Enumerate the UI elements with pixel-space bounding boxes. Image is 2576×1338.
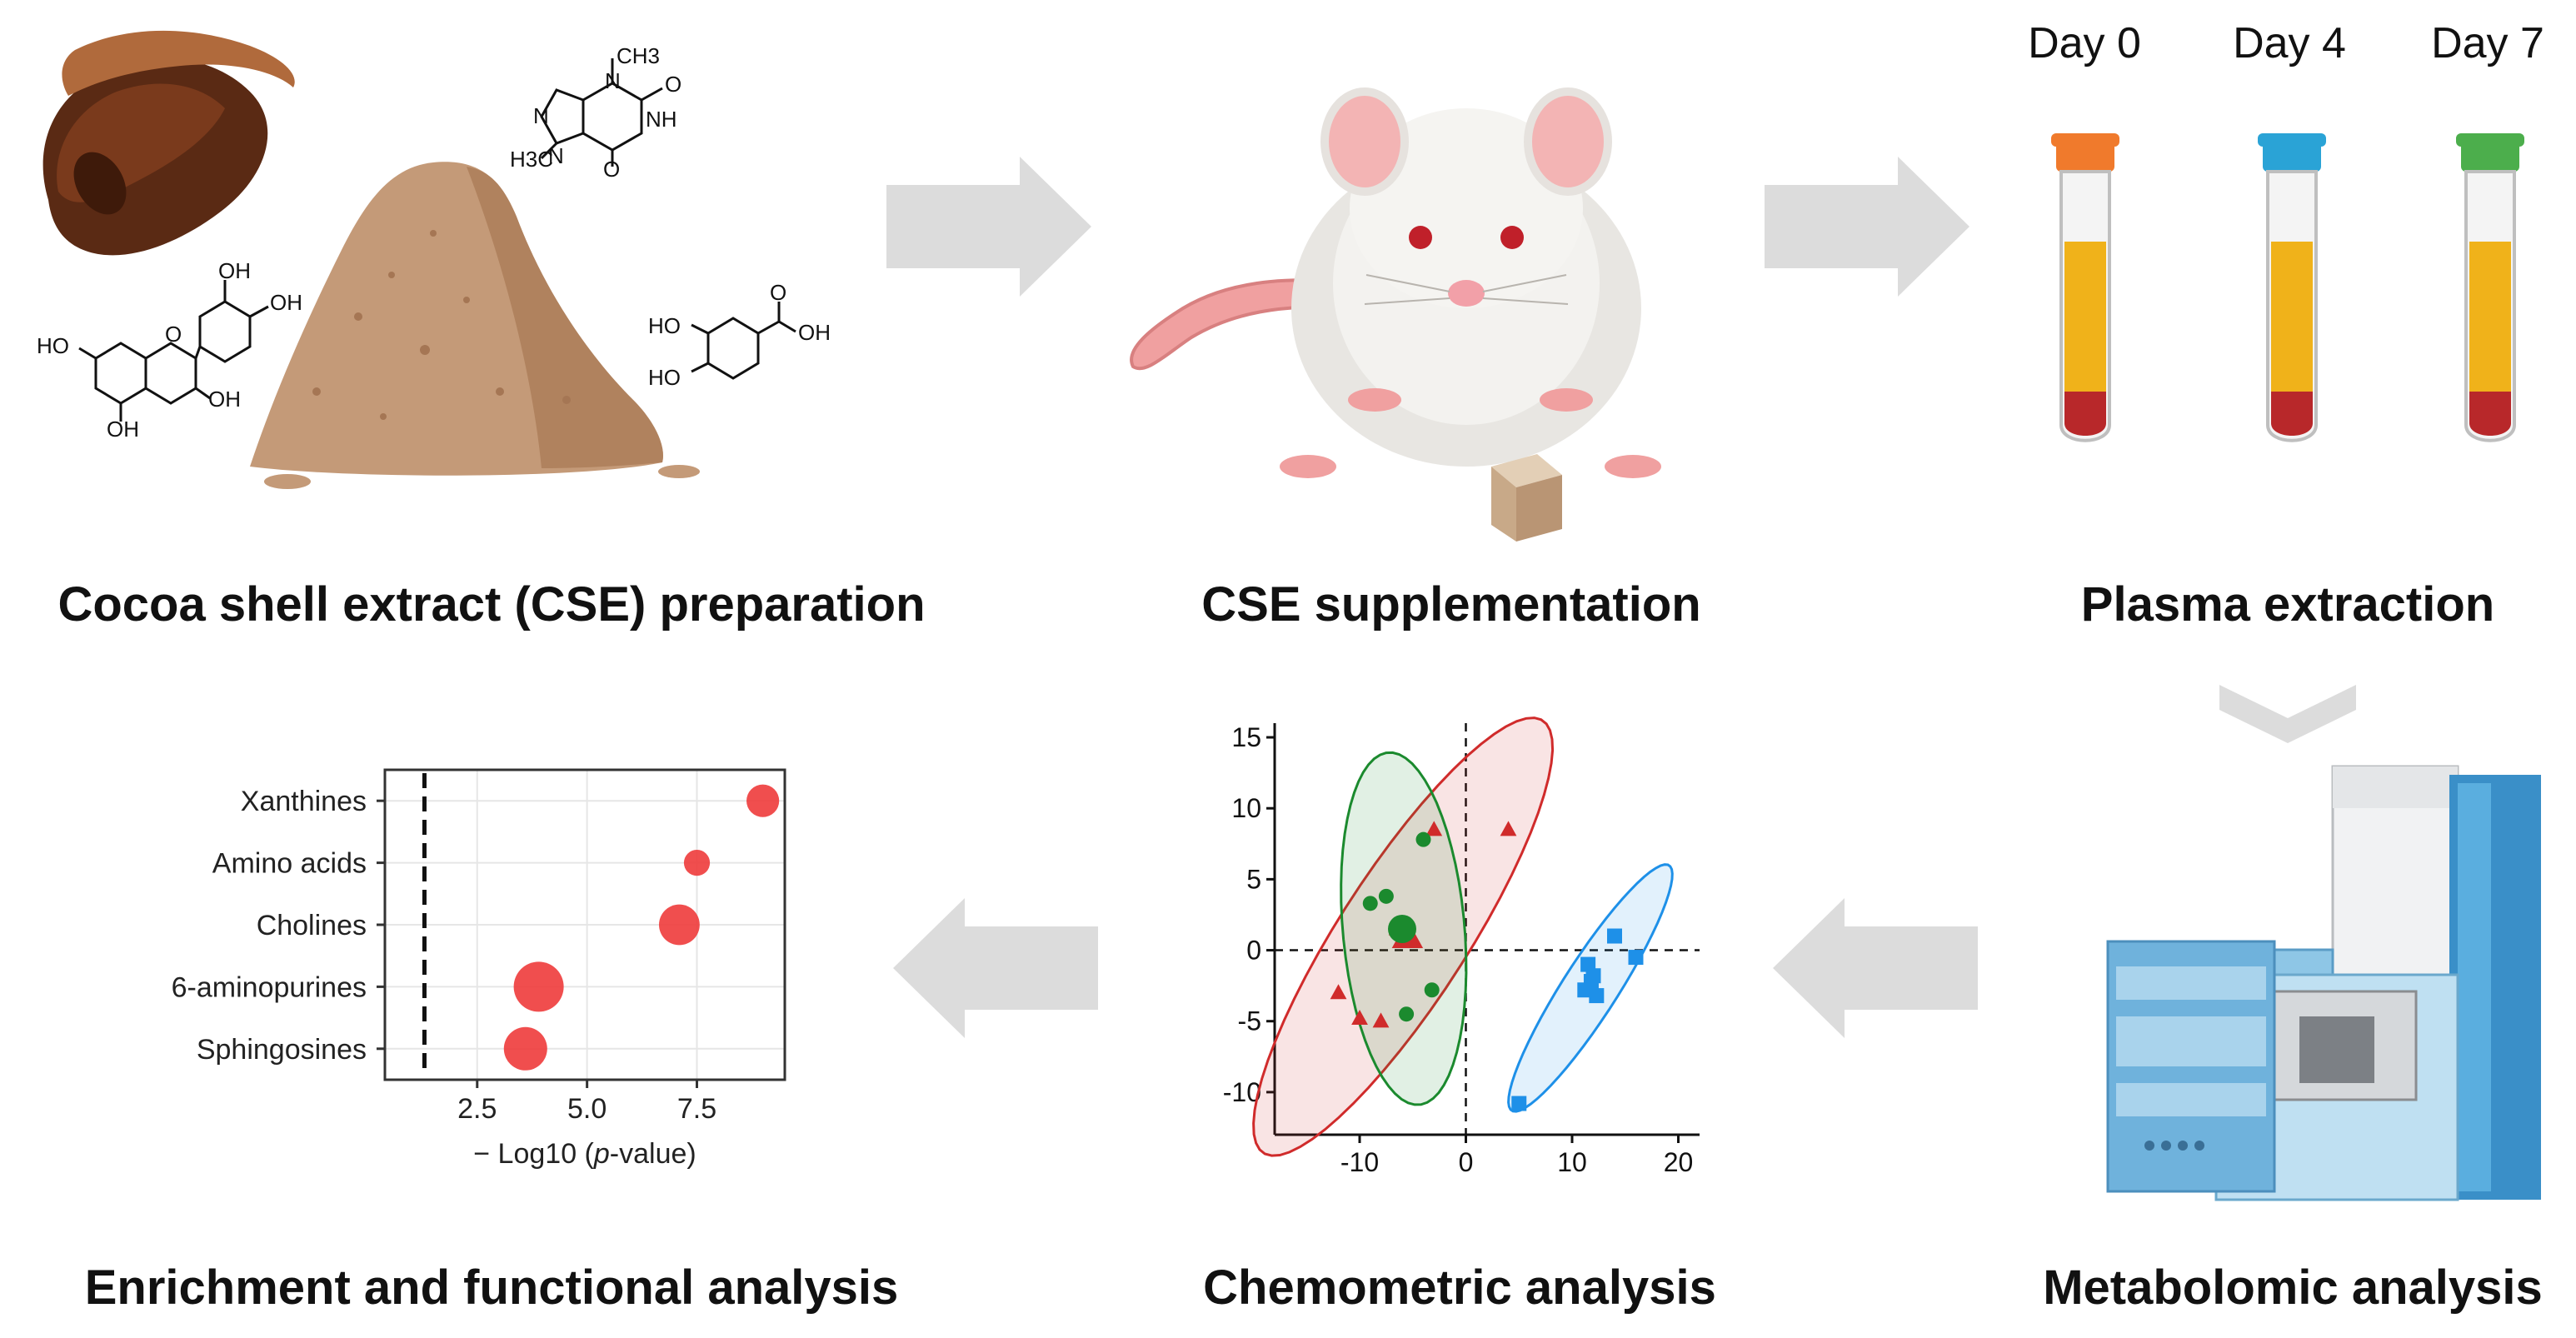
category-label: Amino acids [212, 848, 367, 880]
category-label: Sphingosines [197, 1034, 367, 1066]
x-tick-label: 20 [1664, 1147, 1694, 1177]
y-tick-label: -10 [1223, 1077, 1261, 1107]
tube-cap [2056, 142, 2114, 172]
x-tick-label: 0 [1459, 1147, 1474, 1177]
y-tick-label: 0 [1246, 936, 1261, 966]
title-enrichment-analysis: Enrichment and functional analysis [84, 1261, 899, 1315]
molecule-label: HO [648, 365, 681, 390]
molecule-label: N [605, 68, 621, 93]
arrow-left-1 [1773, 898, 1978, 1038]
enrichment-dot [503, 1026, 547, 1071]
pca-point-group-1 [1424, 982, 1440, 998]
day-label-0: Day 0 [2028, 19, 2141, 67]
category-label: Xanthines [241, 786, 367, 817]
pca-point-group-0 [1351, 1009, 1368, 1025]
protocatechuic-acid-structure-icon [691, 302, 796, 380]
molecule-label: N [533, 103, 549, 128]
enrichment-dot [746, 784, 780, 817]
molecule-label: N [548, 143, 564, 168]
pca-point-group-0 [1500, 821, 1517, 836]
caffeine-structure-icon [540, 58, 663, 167]
day-label-4: Day 4 [2233, 19, 2346, 67]
arrow-right-2 [1765, 157, 1969, 297]
pca-axes: -10 0 10 20 -10 -5 0 5 10 15 [1223, 722, 1700, 1177]
pca-point-group-2 [1511, 1096, 1527, 1111]
molecule-label: CH3 [617, 43, 660, 68]
pca-point-group-1 [1399, 1006, 1415, 1022]
catechin-structure-icon [78, 280, 269, 422]
molecule-label: H3C [510, 147, 553, 172]
molecule-label: O [603, 157, 620, 182]
x-tick-label: 2.5 [457, 1093, 497, 1125]
molecule-label: O [165, 322, 182, 347]
pca-point-group-0 [1372, 1012, 1390, 1028]
plasma-tubes [2051, 133, 2524, 442]
lcms-instrument [2106, 765, 2541, 1201]
pca-point-group-2 [1583, 974, 1599, 990]
y-tick-label: -5 [1238, 1006, 1261, 1036]
cocoa-illustration: CH3 N O NH N N O H3C OH OH HO O OH [37, 30, 831, 489]
molecule-label: HO [648, 313, 681, 338]
molecule-label: OH [218, 258, 251, 283]
mass-spectrometer-icon [2106, 765, 2541, 1201]
arrow-down [2219, 685, 2356, 743]
molecule-label: OH [107, 417, 139, 442]
x-tick-label: 5.0 [567, 1093, 607, 1125]
pca-point-group-1 [1415, 831, 1431, 847]
molecule-label: OH [270, 290, 302, 315]
pca-score-plot: -10 0 10 20 -10 -5 0 5 10 15 [1223, 716, 1700, 1177]
x-tick-label: 10 [1557, 1147, 1587, 1177]
rat-icon [1130, 87, 1661, 478]
rat-illustration [1130, 87, 1661, 542]
molecule-label: HO [37, 333, 69, 358]
molecule-label: O [665, 72, 681, 97]
enrichment-dot [659, 904, 700, 946]
cocoa-powder-pile-icon [250, 162, 700, 489]
molecule-label: OH [208, 387, 241, 412]
pca-point-group-2 [1607, 928, 1622, 944]
tube-day4-icon [2258, 133, 2326, 442]
title-cse-preparation: Cocoa shell extract (CSE) preparation [57, 577, 926, 632]
arrow-right-1 [886, 157, 1091, 297]
x-axis-title: − Log10 (p-value) [473, 1138, 696, 1170]
pca-point-group-2 [1628, 950, 1644, 966]
enrichment-dot [513, 961, 564, 1012]
pca-point-group-2 [1589, 988, 1605, 1004]
title-metabolomic-analysis: Metabolomic analysis [2043, 1261, 2543, 1315]
pca-point-group-2 [1580, 956, 1596, 972]
pca-point-group-0 [1330, 984, 1347, 1000]
pca-point-group-1 [1362, 896, 1378, 911]
molecule-label: OH [798, 320, 831, 345]
cocoa-bean-icon [42, 30, 295, 256]
x-tick-label: -10 [1340, 1147, 1379, 1177]
pca-point-group-0 [1425, 821, 1443, 836]
cse-cube-icon [1491, 454, 1562, 542]
y-tick-label: 5 [1246, 864, 1261, 894]
title-chemometric-analysis: Chemometric analysis [1203, 1261, 1716, 1315]
title-cse-supplementation: CSE supplementation [1201, 577, 1701, 632]
pca-point-group-1 [1378, 888, 1394, 904]
y-tick-label: 10 [1231, 793, 1261, 823]
day-label-7: Day 7 [2431, 19, 2544, 67]
enrichment-dot [683, 850, 711, 876]
title-plasma-extraction: Plasma extraction [2080, 577, 2495, 632]
category-label: 6-aminopurines [172, 971, 367, 1003]
tube-day7-icon [2456, 133, 2524, 442]
category-label: Cholines [257, 910, 367, 941]
y-tick-label: 15 [1231, 722, 1261, 752]
pca-centroid-1 [1388, 915, 1416, 943]
x-tick-label: 7.5 [677, 1093, 716, 1125]
molecule-label: NH [646, 107, 677, 132]
molecule-label: O [770, 280, 786, 305]
arrow-left-2 [893, 898, 1098, 1038]
tube-day0-icon [2051, 133, 2119, 442]
